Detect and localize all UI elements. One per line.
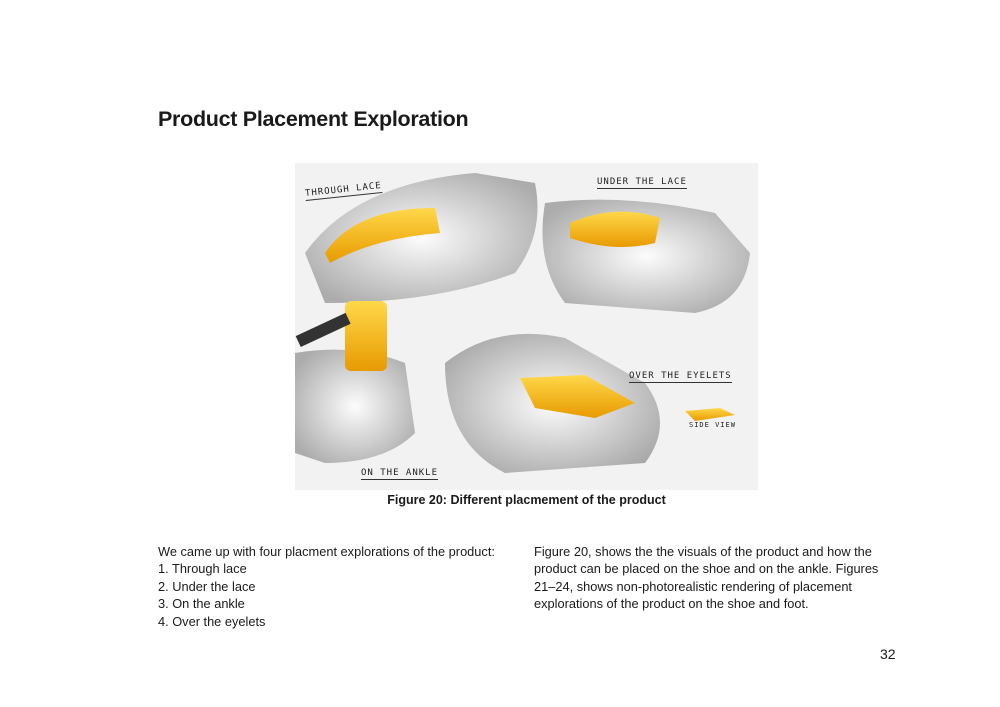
product-under-lace [570,211,660,247]
list-item: 1. Through lace [158,561,247,577]
label-on-ankle: ON THE ANKLE [361,468,439,480]
intro-text: We came up with four placment exploratio… [158,544,495,559]
product-on-ankle [345,301,387,371]
shoe-sketch-bottom-left [295,349,415,463]
list-item: 3. On the ankle [158,596,245,612]
shoe-sketch-top-left [305,173,538,303]
list-item: 2. Under the lace [158,578,256,594]
list-item: 4. Over the eyelets [158,613,266,629]
description-paragraph: Figure 20, shows the the visuals of the … [534,544,879,612]
label-side-view: SIDE VIEW [689,421,736,429]
label-over-eyelets: OVER THE EYELETS [629,371,732,383]
page-title: Product Placement Exploration [158,107,469,131]
product-through-lace [325,208,440,263]
sketch-illustration [295,163,758,490]
label-under-lace: UNDER THE LACE [597,177,687,189]
body-left-column: We came up with four placment exploratio… [158,543,518,630]
page-number: 32 [880,646,896,662]
product-placement-figure: THROUGH LACE UNDER THE LACE OVER THE EYE… [295,163,758,490]
product-side-view [685,408,735,421]
product-over-eyelets [520,375,635,418]
figure-caption: Figure 20: Different placmement of the p… [387,493,666,507]
body-right-column: Figure 20, shows the the visuals of the … [534,543,879,613]
